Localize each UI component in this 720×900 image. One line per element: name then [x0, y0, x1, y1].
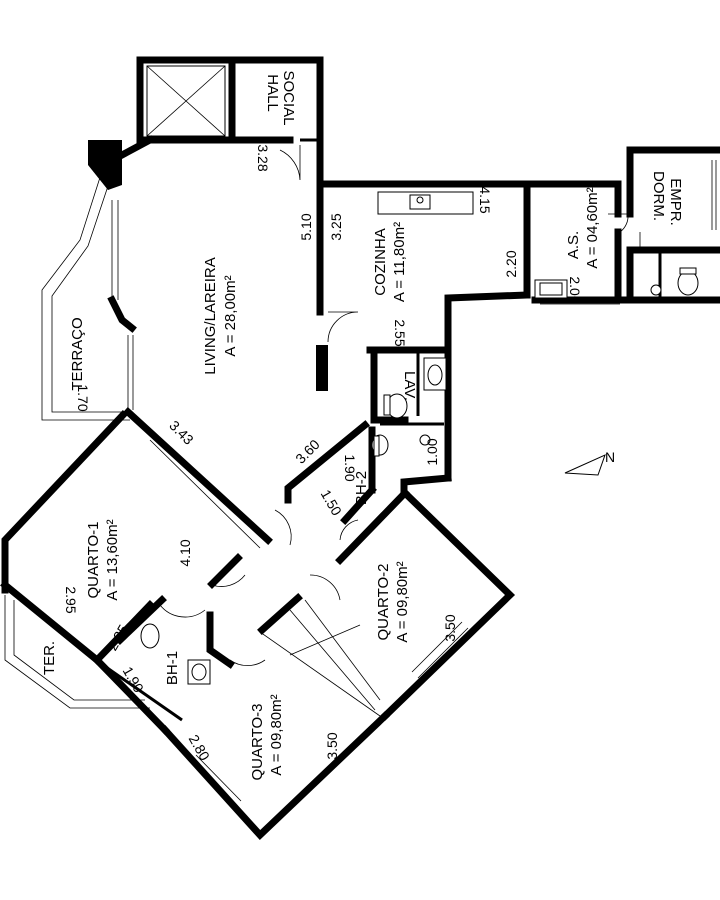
hall-label-line1: HALL [264, 74, 281, 112]
cozinha-area: A = 11,80m² [391, 222, 408, 302]
north-arrow-icon: N [564, 449, 615, 476]
dim-quarto1-length: 4.10 [177, 539, 193, 566]
dim-hall-width: 3.28 [255, 144, 271, 171]
quarto2-name: QUARTO-2 [375, 564, 392, 641]
as-area: A = 04,60m² [584, 187, 601, 268]
lav-name: LAV. [401, 371, 418, 401]
svg-text:N: N [605, 449, 615, 465]
room-labels: HALL SOCIAL LIVING/LAREIRA A = 28,00m² C… [41, 70, 684, 780]
dim-terraco: 1.70 [75, 384, 91, 411]
bh1-name: BH-1 [164, 651, 181, 685]
dim-cozinha-width: 3.25 [328, 213, 344, 240]
circulation-lines [149, 439, 381, 717]
dim-living-diag: 3.43 [166, 417, 197, 448]
quarto2-area: A = 09,80m² [394, 561, 411, 642]
terraco-name: TERRAÇO [69, 317, 86, 390]
quarto3-name: QUARTO-3 [249, 704, 266, 781]
fixtures [140, 191, 699, 685]
dim-bh2-depth: 1.50 [318, 487, 346, 519]
dim-quarto3-length: 3.50 [324, 732, 340, 759]
dorm-label-line2: EMPR. [667, 178, 684, 226]
as-name: A.S. [565, 231, 582, 259]
dim-bh2-width: 1.90 [342, 454, 358, 481]
dorm-label-line1: DORM. [650, 171, 667, 221]
quarto1-area: A = 13,60m² [104, 519, 121, 600]
dim-quarto1-width: 2.95 [63, 586, 79, 613]
dim-cozinha-inner: 2.20 [503, 250, 519, 277]
quarto1-name: QUARTO-1 [85, 522, 102, 599]
dim-cozinha-length: 4.15 [477, 186, 493, 213]
living-area: A = 28,00m² [222, 275, 239, 356]
quarto3-area: A = 09,80m² [268, 694, 285, 775]
elevator-shaft [146, 65, 226, 137]
ter-name: TER. [41, 641, 58, 675]
doors [159, 145, 641, 666]
hall-label-line2: SOCIAL [280, 70, 297, 125]
cozinha-name: COZINHA [372, 228, 389, 296]
dim-living-length: 5.10 [298, 213, 314, 240]
living-name: LIVING/LAREIRA [202, 257, 219, 375]
dim-lav: 1.00 [424, 438, 440, 465]
bh2-name: BH-2 [353, 471, 370, 505]
dim-cozinha-bottom: 2.55 [392, 319, 408, 346]
dim-quarto2: 3.50 [442, 614, 458, 641]
dim-as-length: 2.00 [567, 276, 583, 303]
walls [0, 56, 720, 841]
